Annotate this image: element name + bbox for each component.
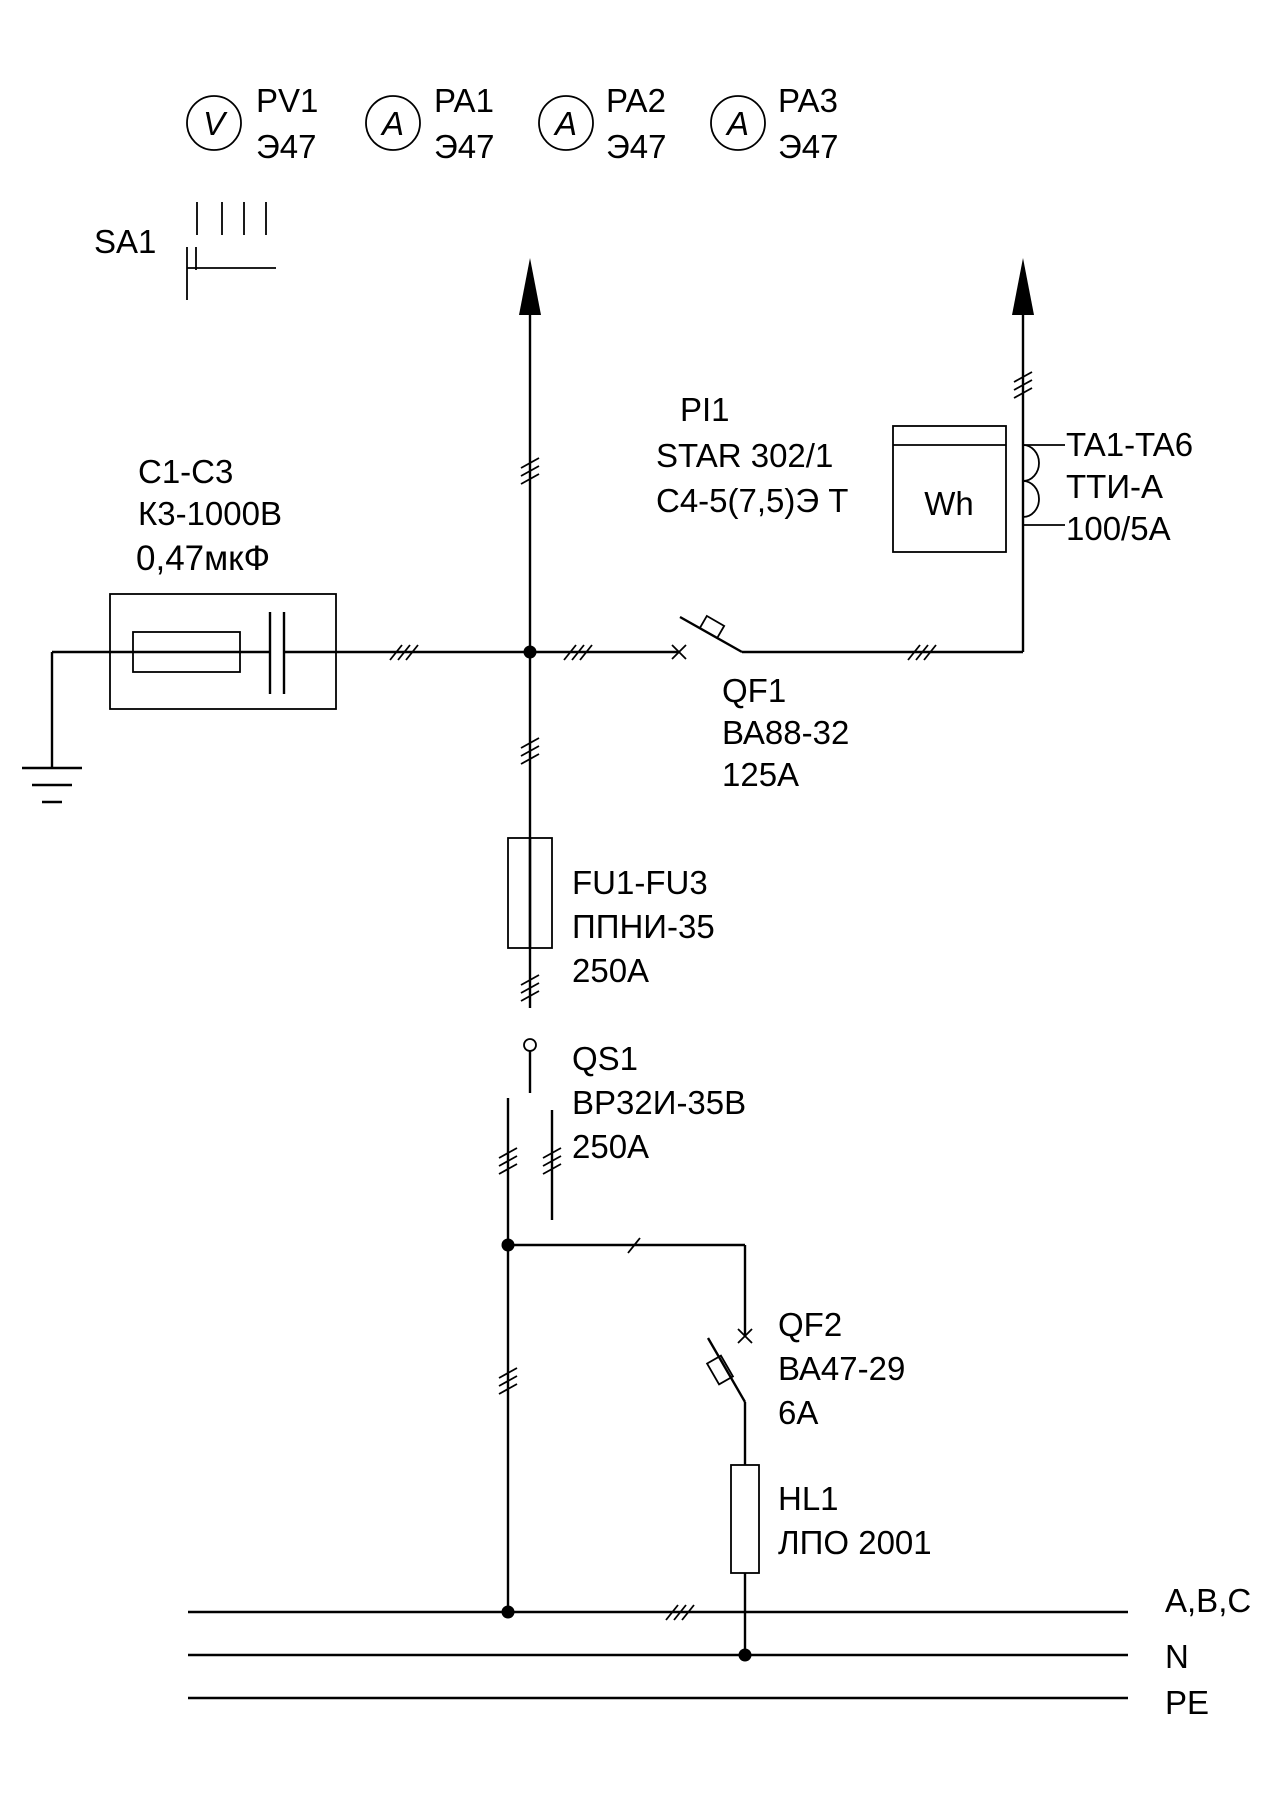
qf1-rating: 125А [722, 756, 799, 793]
energy-meter-pi1: PI1 STAR 302/1 С4-5(7,5)Э Т Wh [656, 391, 1007, 553]
fuses-fu1-fu3: FU1-FU3 ППНИ-35 250А [507, 837, 715, 989]
ground-icon [22, 766, 82, 804]
arrow-up-icon [1012, 258, 1034, 315]
meter-type: Э47 [256, 128, 316, 165]
meter-type: Э47 [778, 128, 838, 165]
ct-type: ТТИ-А [1066, 468, 1163, 505]
qs1-rating: 250А [572, 1128, 649, 1165]
meter-pa1: A PA1 Э47 [365, 82, 494, 165]
breaker-qf2: QF2 ВА47-29 6А [705, 1306, 905, 1465]
transformer-coil-icon [1022, 444, 1040, 518]
current-transformer: TA1-TA6 ТТИ-А 100/5А [1022, 426, 1193, 547]
ammeter-icon [710, 95, 766, 151]
qf1-ref: QF1 [722, 672, 786, 709]
meter-pv1: V PV1 Э47 [186, 82, 318, 165]
meter-ref: PV1 [256, 82, 318, 119]
ct-ref: TA1-TA6 [1066, 426, 1193, 463]
qf1-type: ВА88-32 [722, 714, 849, 751]
sa1-ref: SA1 [94, 223, 156, 260]
meter-symbol: A [553, 105, 577, 142]
ammeter-icon [365, 95, 421, 151]
selector-switch-sa1: SA1 [94, 202, 276, 300]
energy-meter-box [892, 425, 1007, 553]
fuses-rating: 250А [572, 952, 649, 989]
bus-label: PE [1165, 1684, 1209, 1721]
fuses-type: ППНИ-35 [572, 908, 715, 945]
meter-pa2: A PA2 Э47 [538, 82, 666, 165]
ammeter-icon [538, 95, 594, 151]
meter-symbol: A [725, 105, 749, 142]
voltmeter-icon [186, 95, 242, 151]
meter-ref: PA1 [434, 82, 494, 119]
meter-ref: PA3 [778, 82, 838, 119]
disconnect-switch-qs1: QS1 ВР32И-35В 250А [498, 1008, 746, 1240]
meter-type: Э47 [434, 128, 494, 165]
capacitor-value: 0,47мкФ [136, 539, 270, 578]
switch-pivot-icon [523, 1038, 537, 1052]
meter-symbol: A [380, 105, 404, 142]
capacitor-block: C1-C3 К3-1000В 0,47мкФ [22, 453, 530, 804]
fuses-ref: FU1-FU3 [572, 864, 708, 901]
lamp-ref: HL1 [778, 1480, 839, 1517]
lamp-hl1: HL1 ЛПО 2001 [730, 1464, 932, 1662]
lamp-icon [730, 1464, 760, 1574]
qs1-type: ВР32И-35В [572, 1084, 746, 1121]
qf2-rating: 6А [778, 1394, 818, 1431]
energy-meter-ref: PI1 [680, 391, 730, 428]
capacitor-ref: C1-C3 [138, 453, 233, 490]
energy-meter-symbol: Wh [924, 485, 974, 522]
qs1-ref: QS1 [572, 1040, 638, 1077]
bus-label: N [1165, 1638, 1189, 1675]
bus-label: A,B,C [1165, 1582, 1251, 1619]
breaker-qf1-icon [671, 614, 743, 660]
meter-type: Э47 [606, 128, 666, 165]
ct-ratio: 100/5А [1066, 510, 1171, 547]
qf2-type: ВА47-29 [778, 1350, 905, 1387]
qf2-ref: QF2 [778, 1306, 842, 1343]
lower-trunk [498, 1237, 747, 1619]
busbars: A,B,C N PE [188, 1582, 1251, 1721]
capacitor-type: К3-1000В [138, 495, 282, 532]
energy-meter-type: STAR 302/1 [656, 437, 833, 474]
lamp-type: ЛПО 2001 [778, 1524, 932, 1561]
main-feeder [519, 258, 541, 1090]
meter-symbol: V [203, 105, 228, 142]
arrow-up-icon [519, 258, 541, 315]
energy-meter-spec: С4-5(7,5)Э Т [656, 482, 848, 519]
qf1-branch: QF1 ВА88-32 125А [530, 258, 1034, 793]
meter-ref: PA2 [606, 82, 666, 119]
breaker-qf2-icon [705, 1328, 753, 1403]
meter-pa3: A PA3 Э47 [710, 82, 838, 165]
